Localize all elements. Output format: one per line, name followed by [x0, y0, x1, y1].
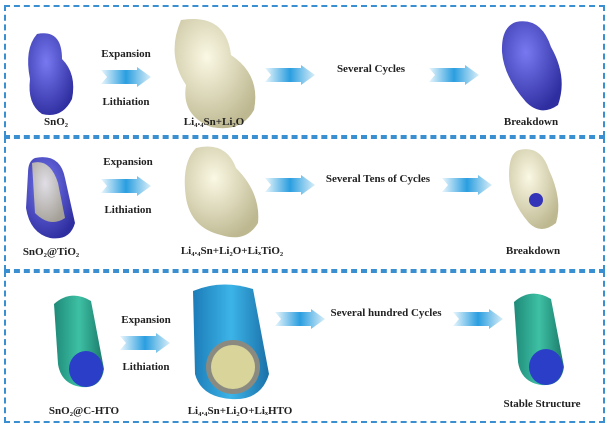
- lithiation-label: Lithiation: [122, 361, 170, 373]
- start-label: SnO₂: [43, 116, 69, 128]
- sno2-particle: [28, 33, 74, 115]
- lithiation-label: Lithiation: [104, 204, 152, 216]
- cycles-label: Several hundred Cycles: [330, 307, 442, 319]
- arrow-icon: [274, 309, 326, 329]
- panel-sno2: SnO₂ Expansion Lithiation Li₄.₄Sn+Li₂O S…: [4, 5, 605, 137]
- arrow-icon: [264, 175, 316, 195]
- broken-particle: [501, 21, 562, 111]
- expansion-label: Expansion: [103, 156, 153, 168]
- mid-label: Li₄.₄Sn+Li₂O+LiₓTiO₂: [180, 245, 284, 257]
- end-label: Breakdown: [505, 245, 561, 257]
- arrow-icon: [119, 333, 171, 353]
- cycles-label: Several Cycles: [336, 63, 406, 75]
- stable-particle: [514, 293, 564, 386]
- start-label: SnO₂@C-HTO: [48, 405, 120, 417]
- mid-label: Li₄.₄Sn+Li₂O+LiₓHTO: [187, 405, 293, 417]
- lithiated-particle: [174, 19, 256, 129]
- arrow-icon: [428, 65, 480, 85]
- arrow-icon: [452, 309, 504, 329]
- arrow-icon: [441, 175, 493, 195]
- expansion-label: Expansion: [121, 314, 171, 326]
- lithiated-particle: [184, 146, 259, 238]
- cycles-label: Several Tens of Cycles: [325, 173, 431, 185]
- sno2-tio2-particle: [26, 157, 75, 239]
- panel-sno2-tio2: SnO₂@TiO₂ Expansion Lithiation Li₄.₄Sn+L…: [4, 137, 605, 271]
- end-label: Stable Structure: [503, 398, 581, 410]
- start-label: SnO₂@TiO₂: [22, 246, 80, 258]
- panel-sno2-c-hto: SnO₂@C-HTO Expansion Lithiation Li₄.₄Sn+…: [4, 271, 605, 423]
- expansion-label: Expansion: [101, 48, 151, 60]
- arrow-icon: [264, 65, 316, 85]
- sno2-c-hto-particle: [54, 295, 104, 388]
- arrow-icon: [100, 176, 152, 196]
- broken-particle: [509, 149, 559, 229]
- mid-label: Li₄.₄Sn+Li₂O: [183, 116, 245, 128]
- expanded-particle: [193, 284, 269, 400]
- lithiation-label: Lithiation: [102, 96, 150, 108]
- end-label: Breakdown: [503, 116, 559, 128]
- arrow-icon: [100, 67, 152, 87]
